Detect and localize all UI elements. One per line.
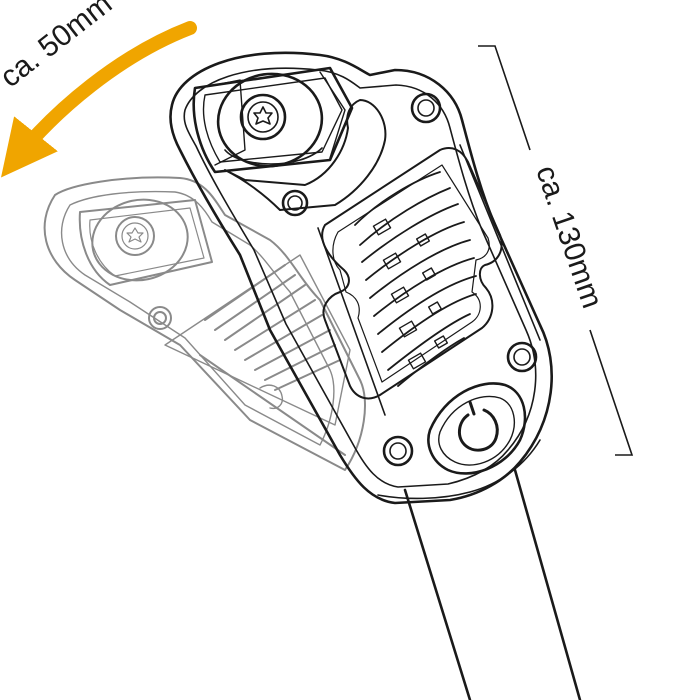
spring-window-frame [321,147,503,400]
ghost-cam-housing [78,199,213,286]
swing-arrow [1,21,197,178]
mount-hole-bottom-left [382,435,414,467]
device-handle [403,488,472,700]
power-button-pad [427,382,527,475]
length-dimension-label: ca. 130mm [529,161,609,312]
spring-coils [354,171,477,387]
mount-hole-left [281,189,309,217]
power-button-icon [458,400,499,452]
swing-arrow-curve [1,21,197,178]
clamp-open-position-ghost [43,176,366,471]
length-dimension-line-upper [478,45,531,151]
cam-housing [192,66,354,174]
torx-screw-icon [239,93,287,141]
mount-hole-bottom-right [506,341,538,373]
ghost-cam-wheel [91,198,189,282]
ghost-pivot-hole [148,306,172,330]
mount-hole-top-right [410,92,442,124]
cam-wheel [216,72,324,168]
length-dimension-line-lower [589,329,634,456]
lever-arm [224,99,387,211]
length-dimension [478,45,634,456]
device-outer-shell [169,51,553,505]
spring-teeth [372,218,449,370]
clamp-device-body [169,51,582,700]
ghost-torx-screw-icon [115,216,155,256]
